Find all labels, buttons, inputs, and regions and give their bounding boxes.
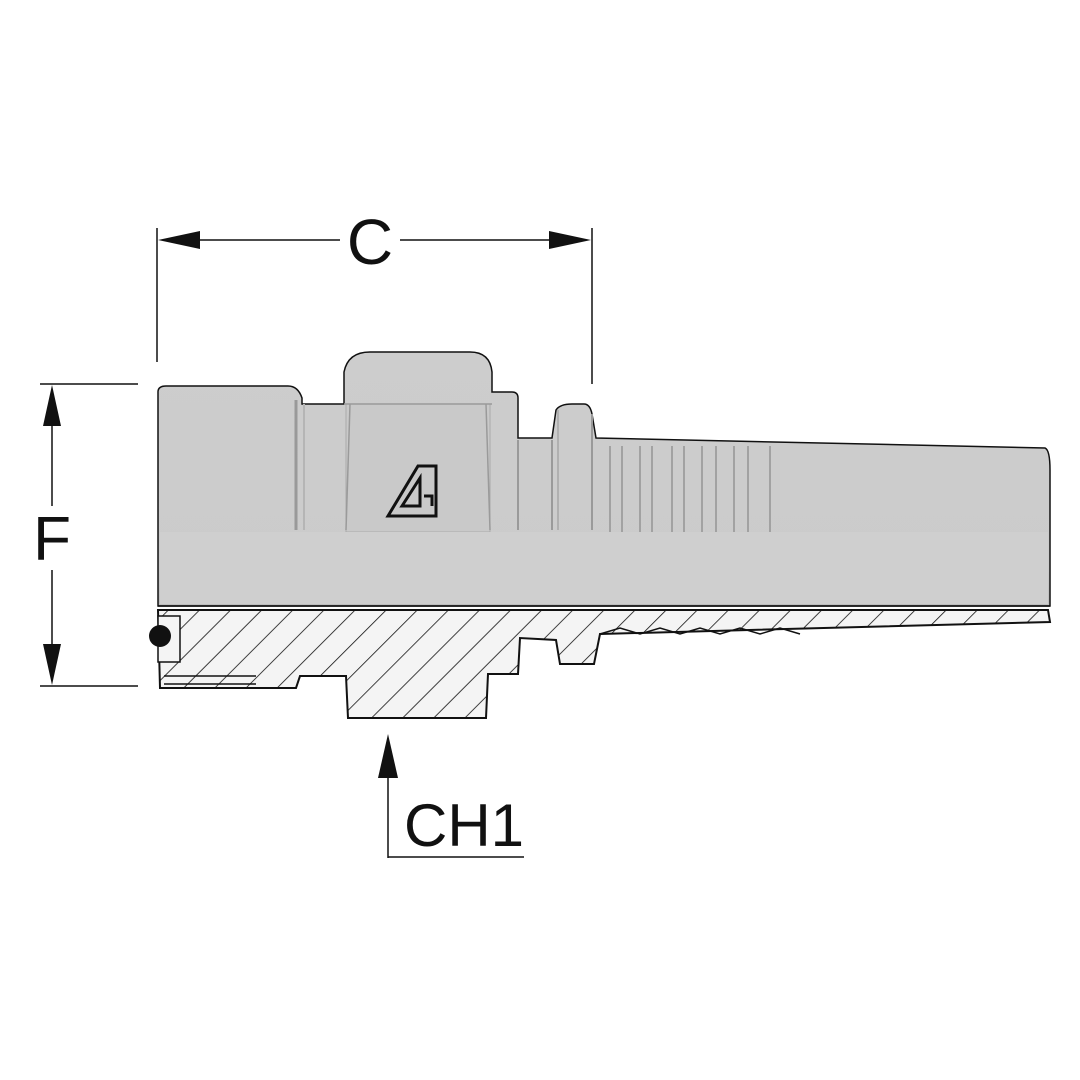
dimension-c: C — [156, 206, 593, 384]
arrow-up-icon — [378, 734, 398, 778]
oring-icon — [149, 625, 171, 647]
brand-logo-icon — [385, 464, 438, 518]
dimension-f: F — [33, 383, 138, 687]
arrow-down-icon — [43, 644, 61, 685]
section-hatched-wall — [156, 609, 1052, 719]
dimension-c-label: C — [347, 206, 393, 278]
fitting-cross-section — [149, 609, 1052, 719]
arrow-right-icon — [549, 231, 591, 249]
dimension-f-label: F — [33, 505, 71, 574]
fitting-body — [157, 351, 1051, 607]
dimension-ch1: CH1 — [378, 734, 524, 859]
arrow-up-icon — [43, 385, 61, 426]
dimension-ch1-label: CH1 — [404, 792, 524, 859]
arrow-left-icon — [158, 231, 200, 249]
barb-ridges — [609, 446, 771, 532]
